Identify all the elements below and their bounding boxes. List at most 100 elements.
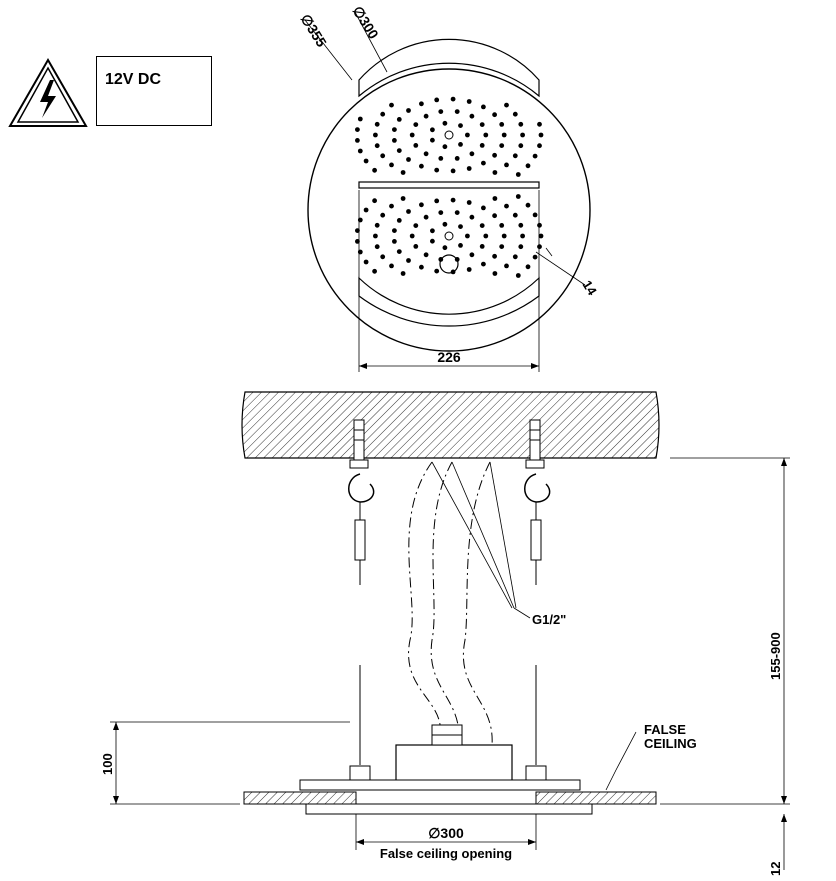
nozzle-dot: [465, 233, 470, 239]
nozzle-dot: [413, 143, 419, 148]
edge-thickness-label: 14: [579, 278, 600, 299]
nozzle-dot: [406, 258, 411, 263]
nozzle-dot: [396, 249, 402, 255]
side-view: G1/2" FALSE CEILING 100 155-900: [100, 391, 790, 876]
nozzle-dot: [454, 109, 460, 114]
nozzle-dot: [355, 228, 360, 234]
nozzle-dot: [372, 268, 377, 274]
nozzle-dot: [532, 254, 538, 260]
nozzle-dot: [389, 263, 394, 269]
nozzle-dot: [406, 108, 411, 113]
nozzle-dot: [469, 214, 475, 220]
drop-height-label: 155-900: [768, 632, 783, 680]
nozzle-dot: [438, 210, 444, 216]
nozzle-dot: [355, 239, 360, 244]
nozzle-dot: [538, 132, 544, 138]
nozzle-dot: [442, 245, 448, 251]
nozzle-dot: [400, 271, 406, 276]
nozzle-dot: [537, 244, 542, 250]
nozzle-dot: [400, 196, 406, 201]
voltage-label: 12V DC: [105, 71, 162, 88]
nozzle-dot: [532, 153, 538, 159]
nozzle-dot: [504, 102, 509, 108]
nozzle-dot: [419, 163, 424, 169]
nozzle-dot: [537, 121, 542, 127]
nozzle-dot: [481, 205, 486, 211]
nozzle-dot: [466, 267, 472, 272]
nozzle-dot: [434, 97, 440, 103]
nozzle-dot: [374, 244, 380, 250]
nozzle-dot: [504, 203, 509, 209]
nozzle-dot: [483, 233, 489, 239]
nozzle-dot: [380, 254, 386, 260]
nozzle-dot: [525, 202, 531, 208]
nozzle-dot: [423, 151, 429, 157]
nozzle-dot: [492, 170, 498, 175]
nozzle-dot: [442, 120, 448, 126]
nozzle-dot: [501, 233, 507, 239]
nozzle-dot: [419, 101, 424, 107]
outer-diameter-label: ∅355: [297, 11, 330, 50]
nozzle-dot: [458, 224, 463, 230]
nozzle-dot: [363, 158, 369, 164]
top-slot: [358, 38, 540, 98]
nozzle-dot: [518, 121, 524, 127]
bottom-slot: [358, 276, 540, 327]
nozzle-dot: [430, 228, 435, 234]
nozzle-dot: [479, 143, 485, 148]
nozzle-dot: [430, 238, 435, 244]
ceiling-opening-label: False ceiling opening: [380, 846, 512, 861]
nozzle-dot: [380, 212, 386, 218]
nozzle-dot: [512, 212, 518, 218]
nozzle-dot: [512, 254, 518, 260]
shower-plate: [305, 803, 593, 815]
middle-bar: [358, 181, 540, 189]
nozzle-dot: [492, 152, 497, 158]
nozzle-dot: [373, 132, 378, 138]
nozzle-dot: [466, 99, 472, 104]
nozzle-dot: [454, 210, 460, 216]
nozzle-dot: [518, 143, 524, 149]
false-ceiling-label-2: CEILING: [644, 736, 697, 751]
nozzle-dot: [392, 138, 397, 143]
nozzle-dot: [465, 132, 470, 138]
nozzle-dot: [442, 221, 448, 227]
voltage-label-box: 12V DC: [96, 56, 212, 126]
nozzle-dot: [492, 196, 498, 201]
nozzle-dot: [515, 273, 521, 278]
nozzle-dot: [389, 162, 394, 168]
nozzle-dot: [504, 162, 509, 168]
nozzle-dot: [419, 264, 424, 270]
nozzle-dot: [499, 143, 505, 149]
nozzle-dot: [450, 197, 456, 203]
nozzle-dot: [538, 233, 544, 239]
nozzle-dot: [357, 148, 363, 154]
nozzle-dot: [479, 244, 485, 249]
nozzle-dot: [481, 160, 486, 166]
nozzle-dot: [469, 252, 475, 258]
nozzle-dot: [499, 223, 505, 228]
nozzle-dot: [512, 153, 518, 159]
nozzle-dot: [520, 233, 525, 239]
nozzle-dot: [434, 198, 440, 204]
nozzle-dot: [492, 112, 497, 118]
nozzle-dot: [363, 207, 369, 213]
nozzle-dot: [374, 143, 380, 149]
nozzle-dot: [450, 168, 456, 174]
nozzle-dot: [423, 252, 429, 258]
ceiling-thickness-label: 12: [768, 862, 783, 876]
nozzle-dot: [419, 202, 424, 208]
nozzle-dot: [466, 166, 472, 171]
nozzle-dot: [392, 239, 397, 244]
nozzle-dot: [406, 209, 411, 214]
nozzle-dot: [430, 127, 435, 133]
nozzle-dot: [515, 172, 521, 177]
outer-circle: [307, 68, 591, 352]
nozzle-dot: [406, 157, 411, 162]
nozzle-dot: [504, 263, 509, 269]
nozzle-dot: [479, 223, 485, 229]
nozzle-dot: [396, 148, 402, 154]
nozzle-dot: [409, 132, 415, 138]
nozzle-dot: [492, 253, 497, 259]
